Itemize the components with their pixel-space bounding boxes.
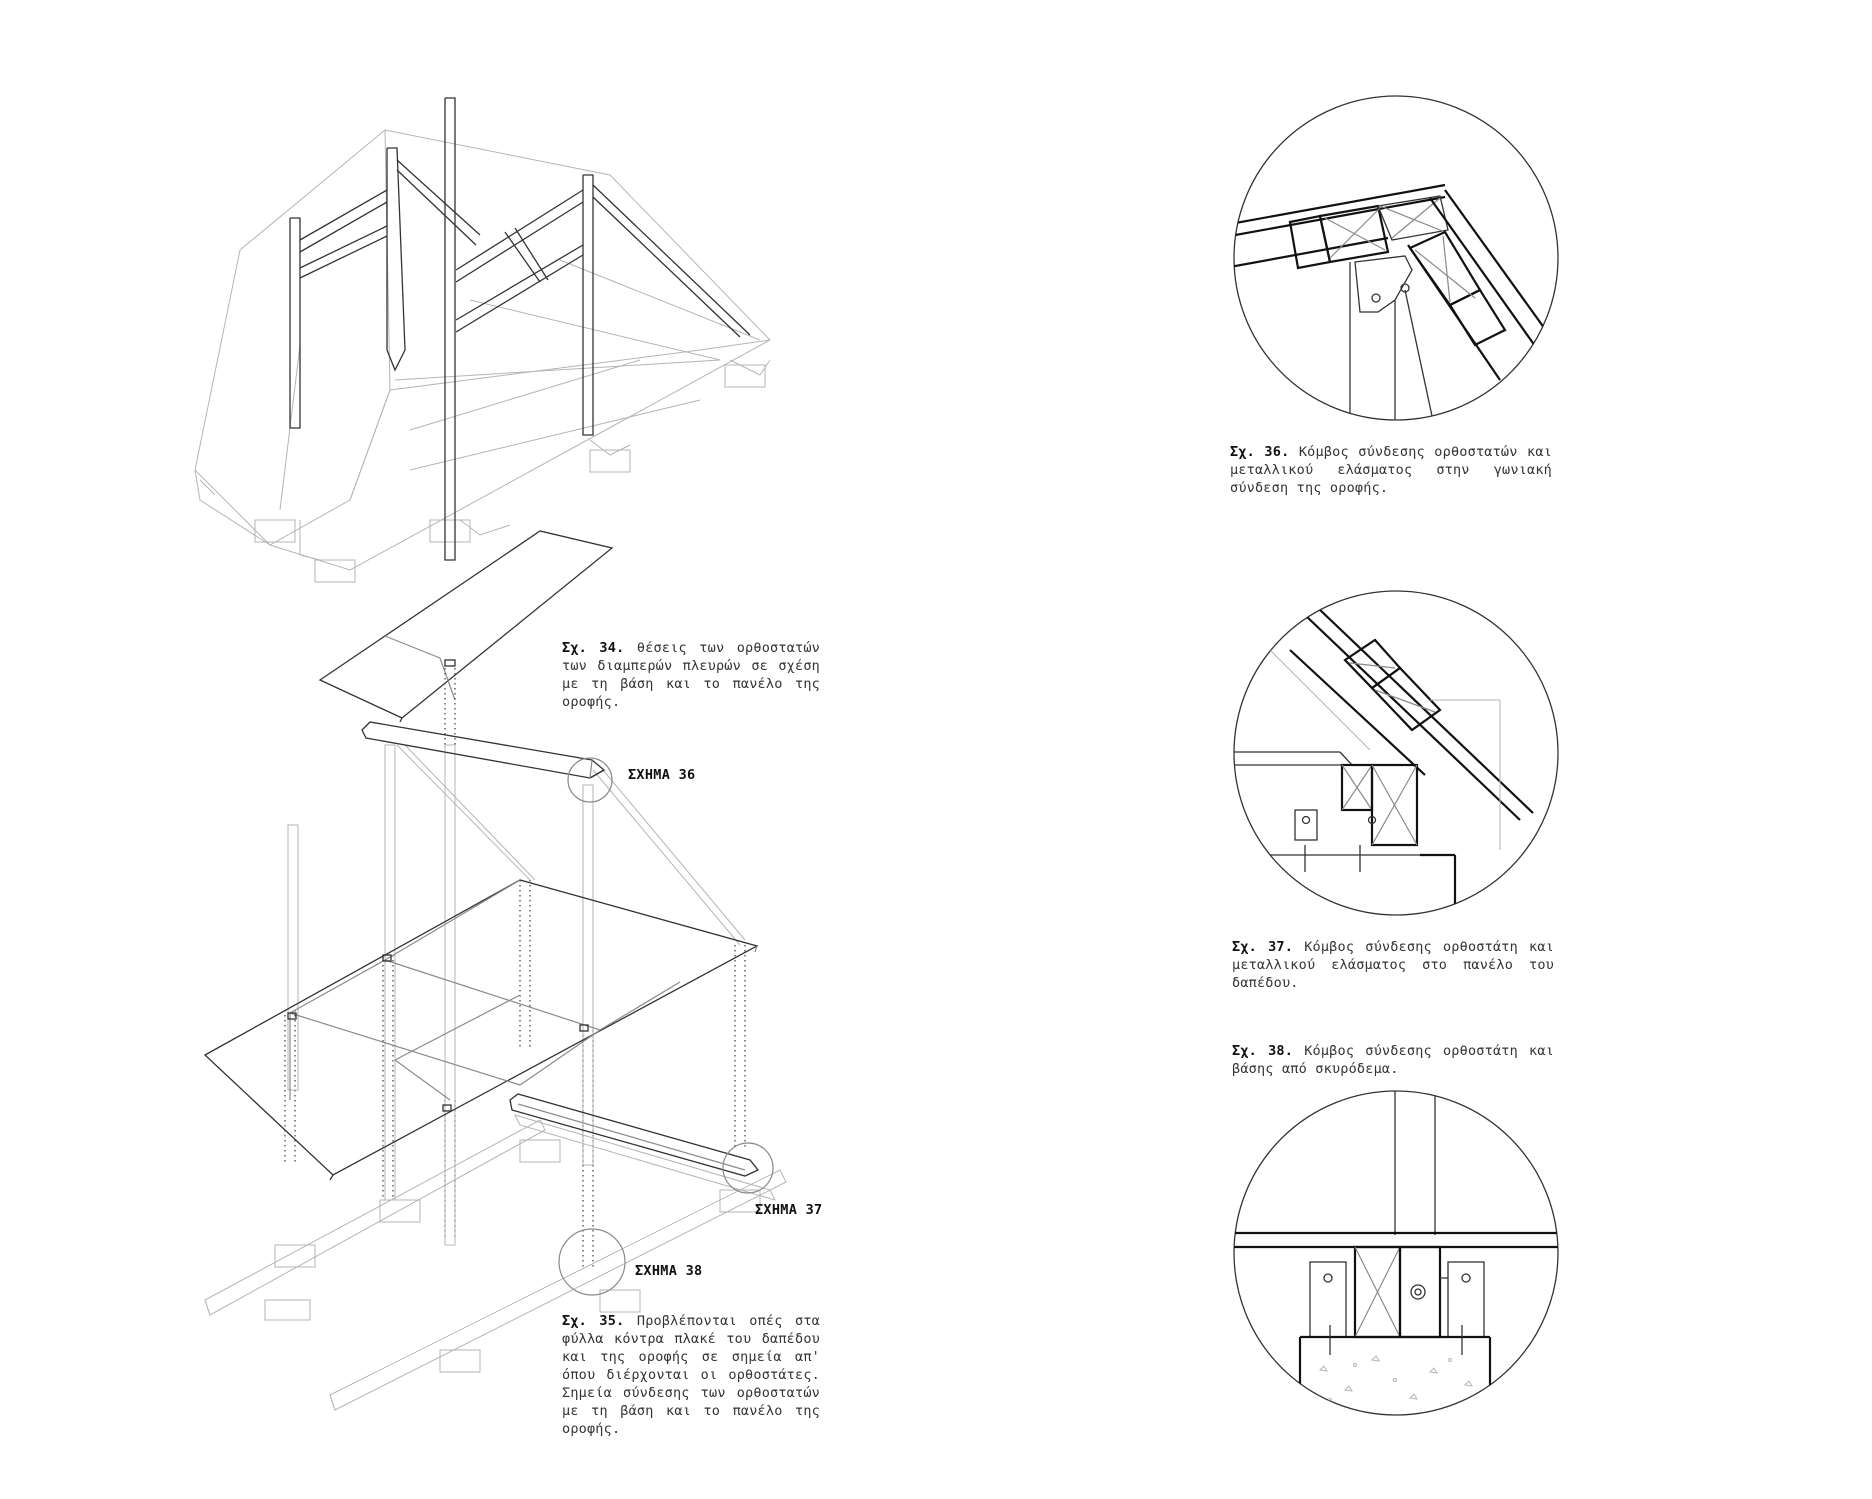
reference-schema-37: ΣΧΗΜΑ 37 [755, 1202, 823, 1218]
caption-fig34-label: Σχ. 34. [562, 640, 625, 656]
caption-fig36-label: Σχ. 36. [1230, 444, 1290, 460]
top-plate-beam [361, 721, 606, 779]
caption-fig38: Σχ. 38. Κόμβος σύνδεσης ορθοστάτη και βά… [1232, 1042, 1554, 1078]
alignment-lines [284, 668, 746, 1270]
base-sleepers [204, 1114, 787, 1411]
roof-panel [318, 530, 614, 723]
caption-fig36-text: Κόμβος σύνδεσης ορθοστατών και μεταλλικο… [1230, 444, 1552, 496]
caption-fig38-text: Κόμβος σύνδεσης ορθοστάτη και βάσης από … [1232, 1043, 1555, 1077]
caption-fig35-label: Σχ. 35. [562, 1313, 625, 1329]
caption-fig34-text: θέσεις των ορθοστατών των διαμπερών πλευ… [562, 640, 820, 710]
caption-fig37-label: Σχ. 37. [1232, 939, 1294, 955]
house-axonometric [194, 97, 771, 583]
detail-36 [1233, 95, 1559, 421]
caption-fig35-text: Προβλέπονται οπές στα φύλλα κόντρα πλακέ… [562, 1313, 820, 1437]
detail-38 [1233, 1090, 1559, 1416]
detail-37 [1233, 590, 1559, 916]
caption-fig34: Σχ. 34. θέσεις των ορθοστατών των διαμπε… [562, 639, 820, 711]
caption-fig36: Σχ. 36. Κόμβος σύνδεσης ορθοστατών και μ… [1230, 443, 1552, 497]
caption-fig38-label: Σχ. 38. [1232, 1043, 1294, 1059]
exploded-posts [287, 744, 746, 1246]
reference-schema-38: ΣΧΗΜΑ 38 [635, 1263, 703, 1279]
caption-fig37-text: Κόμβος σύνδεσης ορθοστάτη και μεταλλικού… [1232, 939, 1555, 991]
caption-fig37: Σχ. 37. Κόμβος σύνδεσης ορθοστάτη και με… [1232, 938, 1554, 992]
floor-panel [203, 879, 759, 1181]
floor-beam [509, 1093, 760, 1177]
caption-fig35: Σχ. 35. Προβλέπονται οπές στα φύλλα κόντ… [562, 1312, 820, 1438]
reference-circles [558, 757, 774, 1296]
reference-schema-36: ΣΧΗΜΑ 36 [628, 767, 696, 783]
